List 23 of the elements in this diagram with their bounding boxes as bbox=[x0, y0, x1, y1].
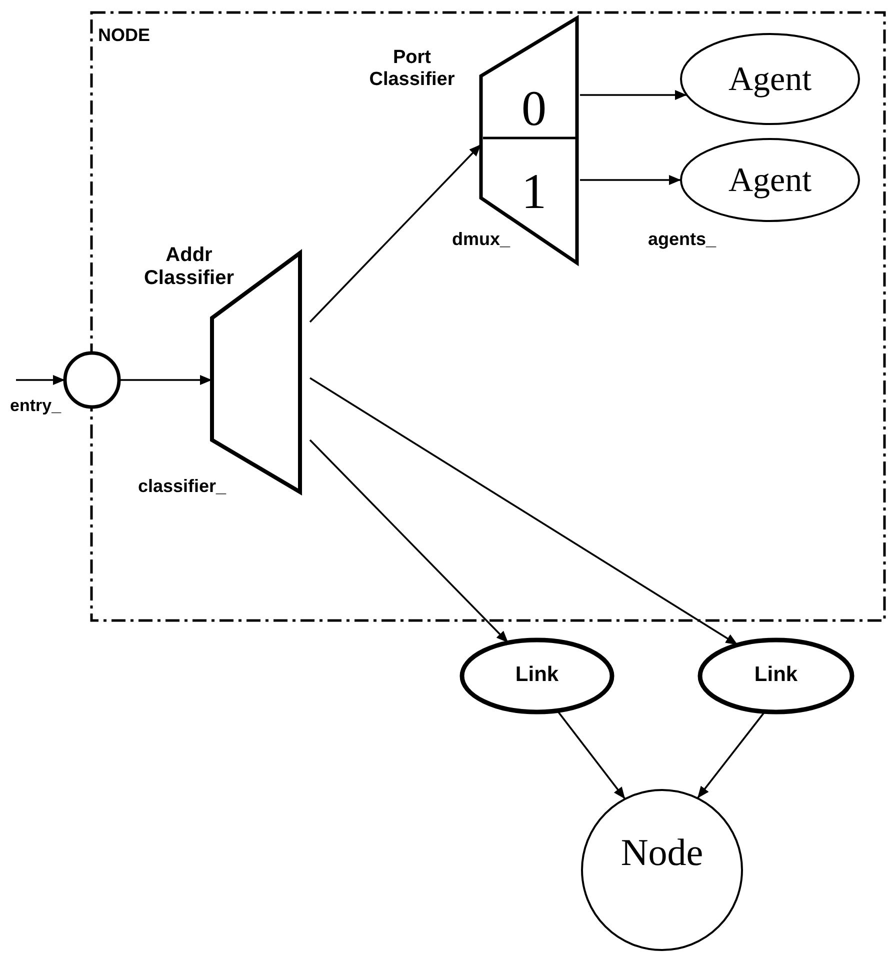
component-title: Port Classifier bbox=[368, 47, 456, 91]
component-label: entry_ bbox=[10, 396, 62, 416]
node-label: Node bbox=[620, 832, 704, 876]
arrow bbox=[309, 144, 482, 323]
arrow bbox=[310, 377, 738, 646]
node-label: Link bbox=[753, 663, 799, 688]
frame-title: NODE bbox=[98, 25, 152, 46]
node-label: Agent bbox=[727, 161, 813, 200]
component-label: classifier_ bbox=[138, 476, 228, 497]
component-title: Addr Classifier bbox=[142, 244, 236, 290]
component-label: agents_ bbox=[648, 229, 718, 250]
arrow bbox=[580, 90, 687, 100]
port-number: 0 bbox=[520, 80, 548, 138]
arrow bbox=[556, 710, 626, 800]
port-number: 1 bbox=[520, 163, 548, 220]
node-label: Link bbox=[514, 663, 560, 688]
node-label: Agent bbox=[727, 60, 813, 100]
arrow bbox=[309, 439, 509, 644]
arrow bbox=[696, 711, 766, 799]
arrow bbox=[16, 375, 65, 385]
arrow bbox=[580, 175, 681, 185]
component-label: dmux_ bbox=[452, 229, 512, 250]
arrow bbox=[119, 375, 212, 385]
